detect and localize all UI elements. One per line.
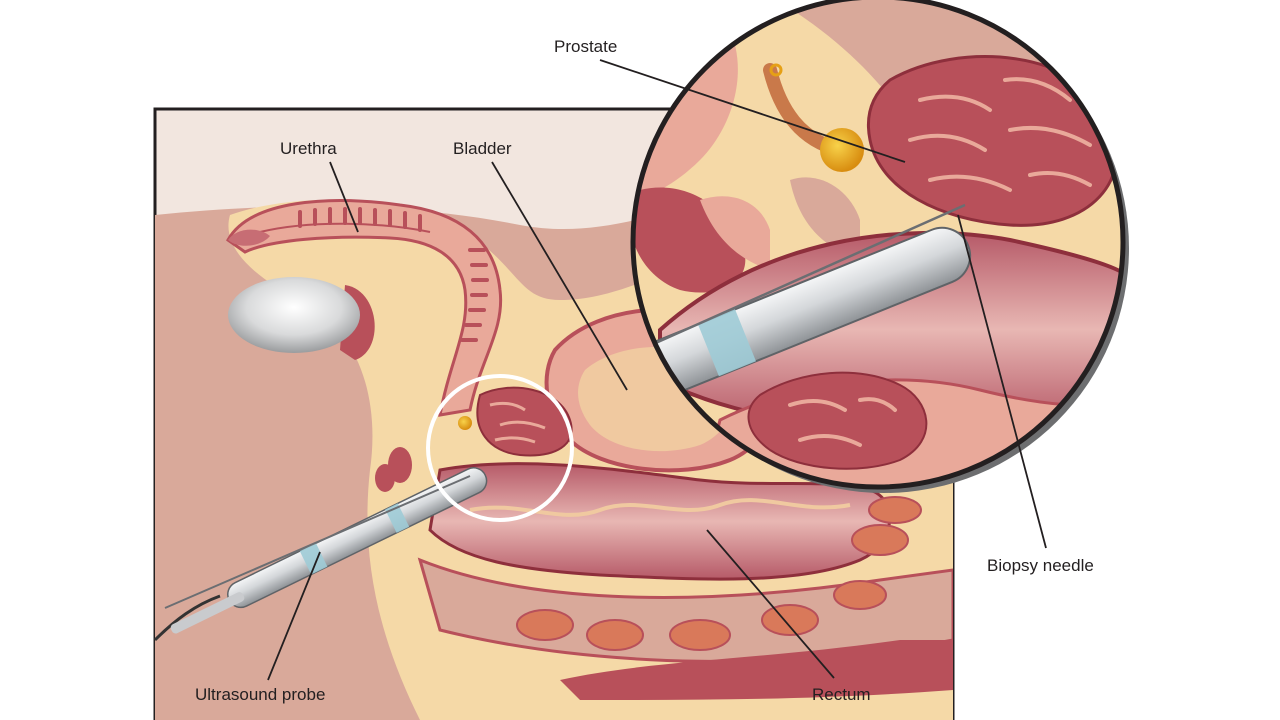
zoom-inset — [630, 0, 1129, 493]
leader-rectum — [706, 529, 835, 679]
ultrasound-probe-label: Ultrasound probe — [195, 685, 326, 704]
prostate-zoom — [866, 55, 1119, 227]
bladder-label: Bladder — [453, 139, 512, 158]
prostate-gland — [458, 386, 573, 457]
testis — [228, 277, 375, 360]
leader-bladder — [491, 161, 628, 391]
ultrasound-probe — [153, 467, 488, 642]
biopsy-needle-label: Biopsy needle — [987, 556, 1094, 575]
leader-probe — [267, 551, 321, 681]
leader-lines — [267, 59, 1047, 681]
leader-biopsy — [957, 214, 1047, 549]
leader-urethra — [329, 161, 359, 233]
focus-circle — [426, 374, 574, 522]
urethra-label: Urethra — [280, 139, 337, 158]
prostate-label: Prostate — [554, 37, 618, 56]
rectum-label: Rectum — [812, 685, 871, 704]
rectum-zoom — [658, 230, 1123, 487]
leader-prostate — [599, 59, 906, 163]
